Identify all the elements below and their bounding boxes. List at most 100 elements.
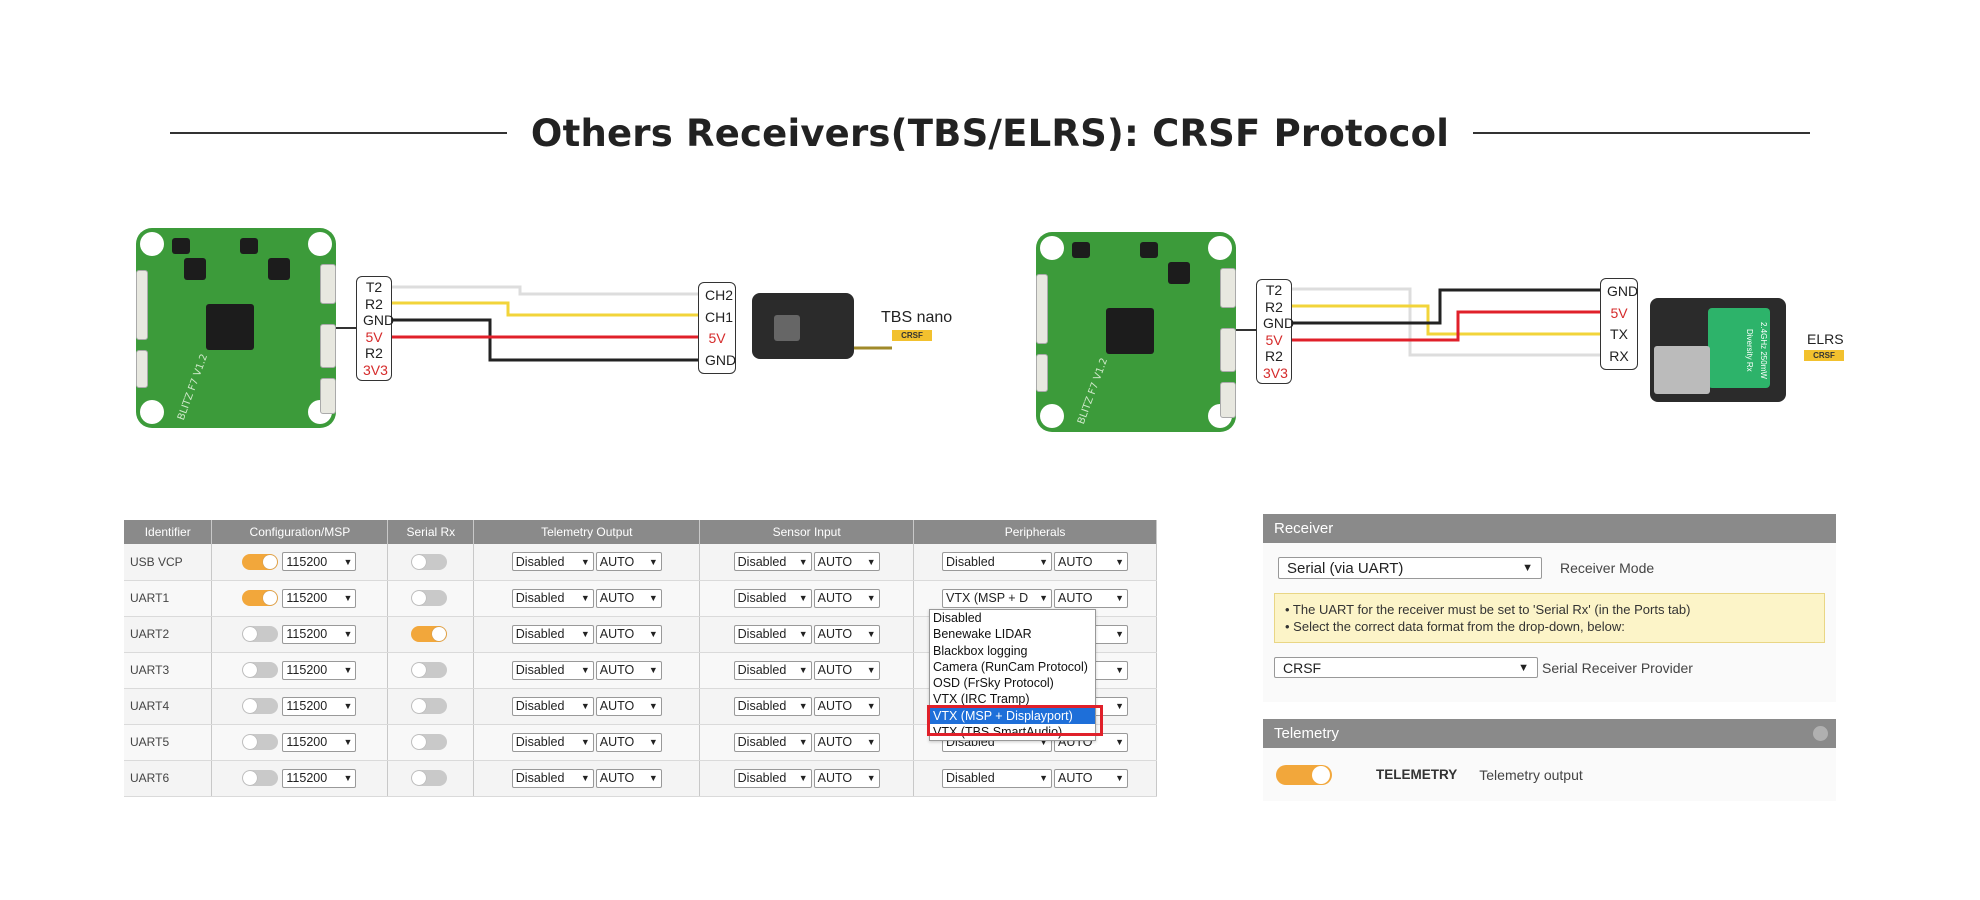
dropdown-option[interactable]: Blackbox logging xyxy=(933,643,1028,658)
dropdown-option[interactable]: Benewake LIDAR xyxy=(933,627,1032,642)
chevron-down-icon: ▼ xyxy=(866,593,876,603)
chevron-down-icon: ▼ xyxy=(798,701,808,711)
pin-label: RX xyxy=(1609,347,1629,364)
chevron-down-icon: ▼ xyxy=(580,665,590,675)
msp-baud-select[interactable]: 115200▼ xyxy=(282,696,357,716)
telemetry-select[interactable]: Disabled▼ xyxy=(511,552,594,572)
chevron-down-icon: ▼ xyxy=(343,737,353,747)
msp-cell: 115200▼ xyxy=(211,724,389,761)
pin-label: 5V xyxy=(1610,304,1628,321)
chevron-down-icon: ▼ xyxy=(580,593,590,603)
dropdown-option[interactable]: VTX (IRC Tramp) xyxy=(933,692,1030,707)
serial-rx-toggle[interactable] xyxy=(411,770,448,786)
sensor-baud-select[interactable]: AUTO▼ xyxy=(813,660,880,680)
telemetry-baud-select[interactable]: AUTO▼ xyxy=(595,768,662,788)
dropdown-option[interactable]: OSD (FrSky Protocol) xyxy=(933,676,1054,691)
peripherals-baud-select[interactable]: AUTO▼ xyxy=(1054,588,1129,608)
component xyxy=(172,238,190,254)
sensor-select[interactable]: Disabled▼ xyxy=(733,768,812,788)
msp-toggle[interactable] xyxy=(242,770,279,786)
sensor-select[interactable]: Disabled▼ xyxy=(733,588,812,608)
serial-rx-toggle[interactable] xyxy=(411,590,448,606)
peripherals-select[interactable]: VTX (MSP + D▼ xyxy=(942,588,1053,608)
serial-rx-toggle[interactable] xyxy=(411,698,448,714)
sensor-baud-select[interactable]: AUTO▼ xyxy=(813,768,880,788)
sensor-select[interactable]: Disabled▼ xyxy=(733,552,812,572)
sensor-select[interactable]: Disabled▼ xyxy=(733,732,812,752)
telemetry-baud-select[interactable]: AUTO▼ xyxy=(595,588,662,608)
receiver-mode-select[interactable]: Serial (via UART) ▼ xyxy=(1278,557,1542,579)
chevron-down-icon: ▼ xyxy=(798,665,808,675)
chevron-down-icon: ▼ xyxy=(1115,773,1125,783)
telemetry-cell: Disabled▼AUTO▼ xyxy=(473,544,701,581)
telemetry-select-value: Disabled xyxy=(515,735,565,749)
column-header: Identifier xyxy=(124,520,213,544)
msp-baud-select[interactable]: 115200▼ xyxy=(282,624,357,644)
telemetry-baud-select[interactable]: AUTO▼ xyxy=(595,552,662,572)
peripherals-baud-select[interactable]: AUTO▼ xyxy=(1054,552,1129,572)
telemetry-panel-header: Telemetry xyxy=(1263,719,1836,748)
peripherals-select[interactable]: Disabled▼ xyxy=(942,768,1053,788)
telemetry-select[interactable]: Disabled▼ xyxy=(511,732,594,752)
telemetry-select[interactable]: Disabled▼ xyxy=(511,624,594,644)
serial-rx-toggle[interactable] xyxy=(411,662,448,678)
telemetry-baud-select[interactable]: AUTO▼ xyxy=(595,696,662,716)
msp-toggle[interactable] xyxy=(242,553,279,570)
msp-toggle[interactable] xyxy=(242,698,279,714)
highlight-annotation-box xyxy=(927,705,1103,736)
sensor-baud-select[interactable]: AUTO▼ xyxy=(813,696,880,716)
telemetry-select[interactable]: Disabled▼ xyxy=(511,660,594,680)
chevron-down-icon: ▼ xyxy=(343,593,353,603)
msp-toggle[interactable] xyxy=(242,626,279,642)
sensor-select[interactable]: Disabled▼ xyxy=(733,624,812,644)
serial-rx-toggle[interactable] xyxy=(411,734,448,750)
pin-label: 5V xyxy=(365,328,383,345)
chevron-down-icon: ▼ xyxy=(798,737,808,747)
telemetry-baud-select[interactable]: AUTO▼ xyxy=(595,624,662,644)
telemetry-select[interactable]: Disabled▼ xyxy=(511,588,594,608)
telemetry-select[interactable]: Disabled▼ xyxy=(511,768,594,788)
sensor-select[interactable]: Disabled▼ xyxy=(733,696,812,716)
serial-rx-toggle[interactable] xyxy=(411,553,448,570)
pin-label: 3V3 xyxy=(1263,364,1288,381)
msp-toggle[interactable] xyxy=(242,590,279,606)
sensor-baud-select[interactable]: AUTO▼ xyxy=(813,624,880,644)
telemetry-select[interactable]: Disabled▼ xyxy=(511,696,594,716)
msp-baud-select-value: 115200 xyxy=(286,627,328,641)
help-icon[interactable] xyxy=(1813,726,1828,741)
msp-baud-select[interactable]: 115200▼ xyxy=(282,552,357,572)
msp-cell: 115200▼ xyxy=(211,616,389,653)
telemetry-baud-select[interactable]: AUTO▼ xyxy=(595,660,662,680)
msp-toggle[interactable] xyxy=(242,734,279,750)
peripherals-baud-select[interactable]: AUTO▼ xyxy=(1054,768,1129,788)
sensor-select-value: Disabled xyxy=(737,627,787,641)
receiver-provider-select[interactable]: CRSF ▼ xyxy=(1274,657,1538,678)
peripherals-select[interactable]: Disabled▼ xyxy=(942,552,1053,572)
port-identifier: UART2 xyxy=(124,616,213,653)
sensor-baud-select[interactable]: AUTO▼ xyxy=(813,732,880,752)
msp-cell: 115200▼ xyxy=(211,688,389,725)
dropdown-option[interactable]: Camera (RunCam Protocol) xyxy=(933,659,1088,674)
msp-baud-select[interactable]: 115200▼ xyxy=(282,768,357,788)
serial-rx-toggle[interactable] xyxy=(411,626,448,642)
msp-baud-select[interactable]: 115200▼ xyxy=(282,732,357,752)
msp-toggle[interactable] xyxy=(242,662,279,678)
chevron-down-icon: ▼ xyxy=(866,701,876,711)
dropdown-option[interactable]: VTX (MSP + Displayport) xyxy=(930,707,1095,725)
sensor-select[interactable]: Disabled▼ xyxy=(733,660,812,680)
connector xyxy=(1036,354,1048,392)
chevron-down-icon: ▼ xyxy=(866,665,876,675)
chevron-down-icon: ▼ xyxy=(648,773,658,783)
msp-baud-select[interactable]: 115200▼ xyxy=(282,588,357,608)
dropdown-option[interactable]: Disabled xyxy=(933,611,982,625)
sensor-baud-select[interactable]: AUTO▼ xyxy=(813,588,880,608)
telemetry-toggle[interactable] xyxy=(1276,764,1332,785)
telemetry-baud-select[interactable]: AUTO▼ xyxy=(595,732,662,752)
sensor-baud-select[interactable]: AUTO▼ xyxy=(813,552,880,572)
note-line-1: • The UART for the receiver must be set … xyxy=(1285,602,1691,617)
msp-baud-select[interactable]: 115200▼ xyxy=(282,660,357,680)
